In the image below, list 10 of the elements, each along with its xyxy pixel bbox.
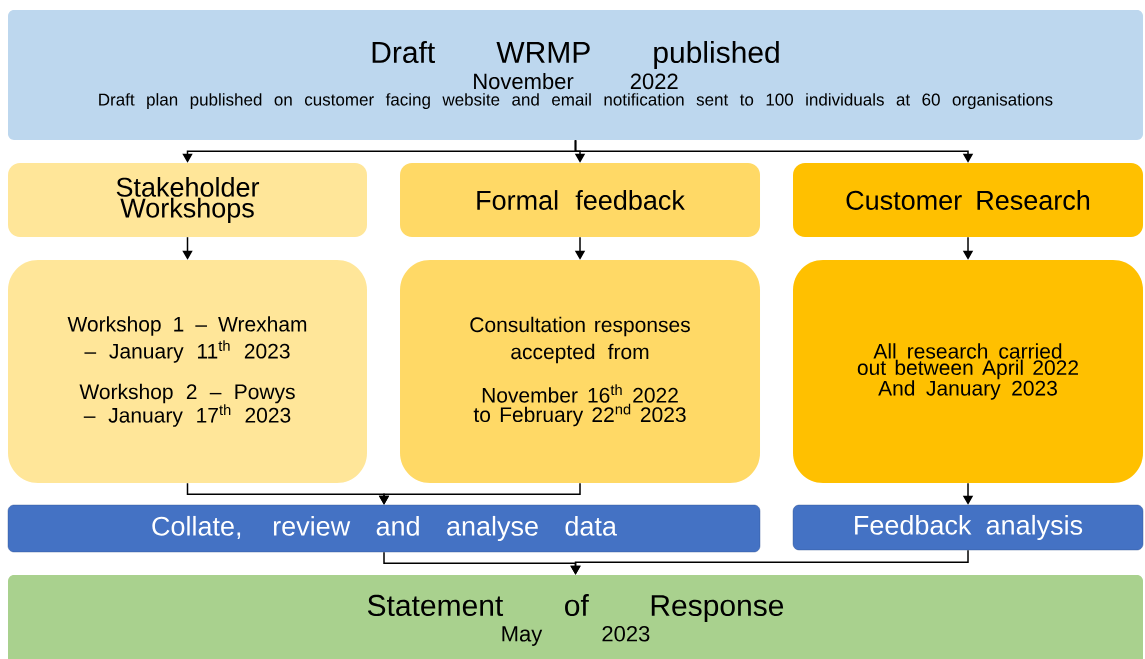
- process-box: Consultation responses accepted from November 16$^{th}$ 2022 to February 22$^{nd}$ 2023: [400, 260, 760, 483]
- heading-box: Customer Research: [793, 163, 1143, 237]
- process-bar: Collate, review and analyse data: [7, 504, 761, 553]
- process-box: Workshop 1 – Wrexham – January 11$^{th}$ 2023 Workshop 2 – Powys – January 17$^{th}$ 2023: [8, 260, 367, 483]
- process-bar: Feedback analysis: [792, 504, 1144, 551]
- heading-box: Formal feedback: [400, 163, 760, 237]
- process-box: All research carried out between April 2022 And January 2023: [793, 260, 1143, 483]
- banner-box: Draft WRMP published November 2022 Draft plan published on customer facing website and email notification sent to 100 individuals at 60 organisations: [8, 10, 1143, 140]
- heading-box: Stakeholder Workshops: [8, 163, 367, 237]
- banner-box: Statement of Response May 2023: [8, 575, 1143, 659]
